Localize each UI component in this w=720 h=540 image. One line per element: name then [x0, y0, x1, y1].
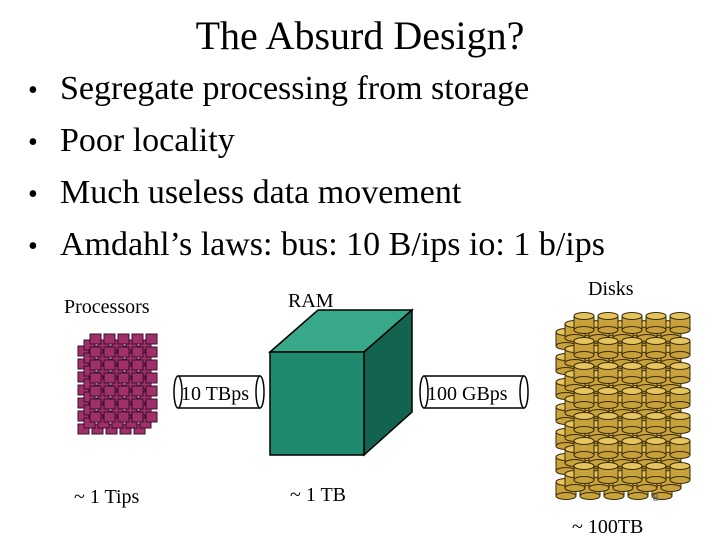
- disk-drive: [646, 413, 666, 434]
- bullet-icon: •: [28, 170, 60, 220]
- processor-chip: [118, 399, 129, 409]
- ram-cube-front: [270, 352, 364, 455]
- disk-drive: [646, 363, 666, 384]
- bullet-item: •Amdahl’s laws: bus: 10 B/ips io: 1 b/ip…: [28, 220, 605, 272]
- disk-drive: [598, 463, 618, 484]
- ram-label: RAM: [288, 290, 334, 313]
- processor-chip: [90, 360, 101, 370]
- disk-drive: [574, 438, 594, 459]
- ram-capacity: ~ 1 TB: [290, 484, 346, 507]
- processor-chip: [118, 334, 129, 344]
- processor-chip: [146, 399, 157, 409]
- processor-chip: [146, 412, 157, 422]
- processor-chip: [132, 334, 143, 344]
- disk-drive: [574, 313, 594, 334]
- io-link-pipe: 100 GBps: [420, 376, 528, 408]
- processor-chip: [104, 386, 115, 396]
- processor-chip: [104, 373, 115, 383]
- disk-drive: [622, 388, 642, 409]
- disks-label: Disks: [588, 278, 634, 301]
- processor-chip: [90, 412, 101, 422]
- processor-chip: [90, 399, 101, 409]
- disk-drive: [670, 463, 690, 484]
- processor-chip: [146, 360, 157, 370]
- processors-label: Processors: [64, 296, 150, 319]
- bullet-text: Much useless data movement: [60, 168, 461, 218]
- bus-link-label: 10 TBps: [181, 383, 249, 405]
- processor-chip: [90, 373, 101, 383]
- disk-drive: [574, 363, 594, 384]
- disk-drive: [670, 438, 690, 459]
- disk-drive: [622, 313, 642, 334]
- bullet-list: •Segregate processing from storage •Poor…: [28, 64, 605, 272]
- processor-chip: [104, 399, 115, 409]
- disk-drive: [646, 463, 666, 484]
- bullet-text: Segregate processing from storage: [60, 64, 529, 114]
- bullet-text: Poor locality: [60, 116, 235, 166]
- disk-drive: [622, 463, 642, 484]
- disk-drive: [622, 338, 642, 359]
- processor-chip: [146, 373, 157, 383]
- bullet-icon: •: [28, 66, 60, 116]
- processor-chip: [90, 347, 101, 357]
- disk-drive: [574, 463, 594, 484]
- processor-chip: [118, 412, 129, 422]
- ram-cube: [270, 310, 412, 455]
- disk-drive: [598, 363, 618, 384]
- disk-drive: [670, 313, 690, 334]
- slide-title: The Absurd Design?: [0, 12, 720, 59]
- bullet-item: •Much useless data movement: [28, 168, 605, 220]
- bullet-item: •Poor locality: [28, 116, 605, 168]
- bullet-icon: •: [28, 118, 60, 168]
- disk-drive: [622, 438, 642, 459]
- processor-chip: [132, 373, 143, 383]
- disk-drive: [598, 338, 618, 359]
- disk-drive: [598, 438, 618, 459]
- disk-drive: [622, 363, 642, 384]
- processor-chip: [132, 347, 143, 357]
- processor-chip: [132, 360, 143, 370]
- bus-link-pipe: 10 TBps: [174, 376, 264, 408]
- processor-chip: [90, 334, 101, 344]
- disk-drive: [598, 313, 618, 334]
- processor-chip: [146, 334, 157, 344]
- io-link-label: 100 GBps: [427, 383, 508, 405]
- disks-capacity: ~ 100TB: [572, 516, 643, 539]
- processor-chip: [118, 373, 129, 383]
- disk-drive: [646, 388, 666, 409]
- processor-chip: [90, 386, 101, 396]
- disk-drive: [670, 338, 690, 359]
- processor-chip: [104, 334, 115, 344]
- disk-drive: [574, 388, 594, 409]
- processor-chip: [118, 386, 129, 396]
- disk-drive: [670, 413, 690, 434]
- processor-grid: [78, 334, 157, 434]
- disk-drive: [670, 363, 690, 384]
- disk-drive: [646, 438, 666, 459]
- processor-chip: [118, 360, 129, 370]
- processor-chip: [132, 399, 143, 409]
- disk-drive: [574, 413, 594, 434]
- processor-chip: [146, 347, 157, 357]
- disk-drive: [598, 413, 618, 434]
- processor-chip: [104, 360, 115, 370]
- disk-drive: [622, 413, 642, 434]
- processor-chip: [146, 386, 157, 396]
- disk-drive: [598, 388, 618, 409]
- disk-drive: [574, 338, 594, 359]
- processor-chip: [118, 347, 129, 357]
- disk-drive: [670, 388, 690, 409]
- processors-capacity: ~ 1 Tips: [74, 486, 139, 509]
- processor-chip: [132, 412, 143, 422]
- bullet-icon: •: [28, 222, 60, 272]
- disk-drive: [646, 338, 666, 359]
- processor-chip: [132, 386, 143, 396]
- processor-chip: [104, 347, 115, 357]
- bullet-text: Amdahl’s laws: bus: 10 B/ips io: 1 b/ips: [60, 220, 605, 270]
- page-number: 8: [653, 492, 659, 504]
- disk-drive: [646, 313, 666, 334]
- bullet-item: •Segregate processing from storage: [28, 64, 605, 116]
- processor-chip: [104, 412, 115, 422]
- disk-array: [556, 313, 690, 500]
